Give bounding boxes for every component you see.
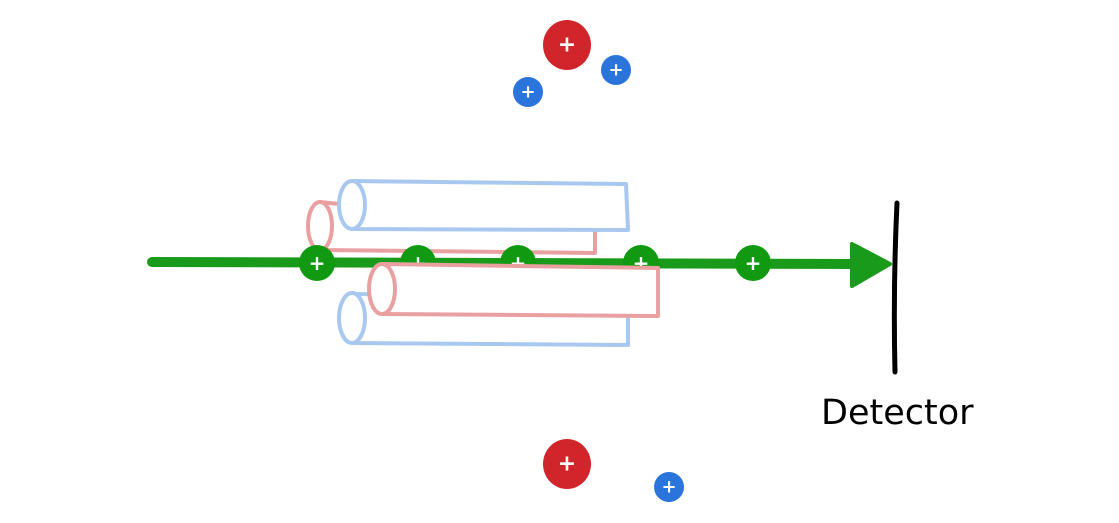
beam-ion-charge-sign: +	[309, 251, 326, 275]
heavy-ion-charge-sign: +	[558, 33, 576, 58]
detector-label: Detector	[821, 393, 974, 433]
light-ion: +	[654, 472, 684, 502]
rod-red-lower	[367, 262, 660, 318]
rod-blue-upper	[337, 179, 630, 232]
light-ion-charge-sign: +	[520, 82, 535, 103]
beam-ion-charge-sign: +	[745, 251, 762, 275]
light-ion: +	[601, 55, 631, 85]
heavy-ion-charge-sign: +	[558, 452, 576, 477]
light-ion-charge-sign: +	[661, 477, 676, 498]
light-ion: +	[513, 77, 543, 107]
detector-plate	[891, 200, 900, 375]
light-ion-charge-sign: +	[608, 60, 623, 81]
beam-ion: +	[735, 245, 771, 281]
heavy-ion: +	[543, 439, 591, 489]
beam-ion: +	[299, 245, 335, 281]
heavy-ion: +	[543, 20, 591, 70]
